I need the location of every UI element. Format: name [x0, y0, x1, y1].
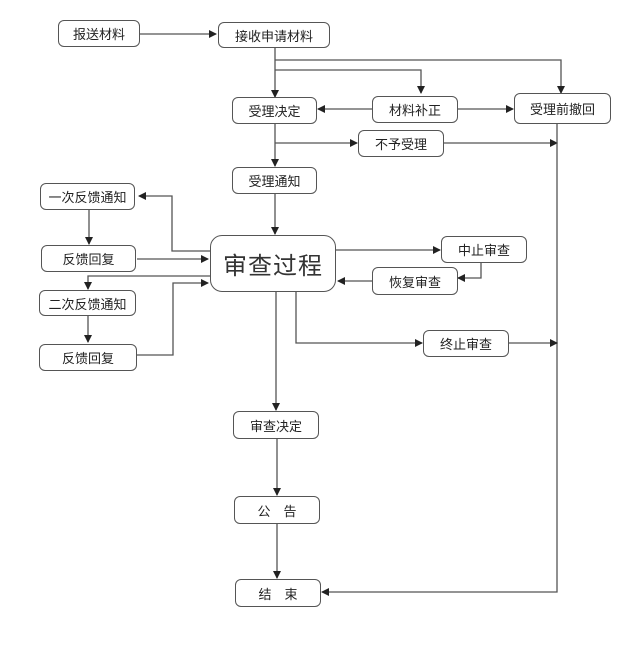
node-receive-materials: 接收申请材料 [218, 22, 330, 48]
edge-receive-supplement [275, 69, 425, 94]
node-submit-materials: 报送材料 [58, 20, 140, 47]
edge-receive-withdraw [275, 59, 565, 94]
node-announcement: 公 告 [234, 496, 320, 524]
edge-withdraw-end [321, 124, 558, 596]
node-supplement-materials: 材料补正 [372, 96, 458, 123]
edge-review-first-feedback [138, 192, 210, 252]
node-withdraw-before-acceptance: 受理前撤回 [514, 93, 611, 124]
node-suspend-review: 中止审查 [441, 236, 527, 263]
node-terminate-review: 终止审查 [423, 330, 509, 357]
node-reject: 不予受理 [358, 130, 444, 157]
node-accept-decision: 受理决定 [232, 97, 317, 124]
edge-review-second-feedback [84, 275, 210, 290]
node-first-feedback-notice: 一次反馈通知 [40, 183, 135, 210]
edge-reply2-review [137, 279, 209, 356]
edge-suspend-resume [457, 262, 482, 282]
node-resume-review: 恢复审查 [372, 267, 458, 295]
node-review-process: 审查过程 [210, 235, 336, 292]
node-feedback-reply-2: 反馈回复 [39, 344, 137, 371]
edge-review-terminate [295, 292, 423, 347]
node-second-feedback-notice: 二次反馈通知 [39, 290, 136, 316]
node-end: 结 束 [235, 579, 321, 607]
node-review-decision: 审查决定 [233, 411, 319, 439]
node-feedback-reply-1: 反馈回复 [41, 245, 136, 272]
node-accept-notice: 受理通知 [232, 167, 317, 194]
